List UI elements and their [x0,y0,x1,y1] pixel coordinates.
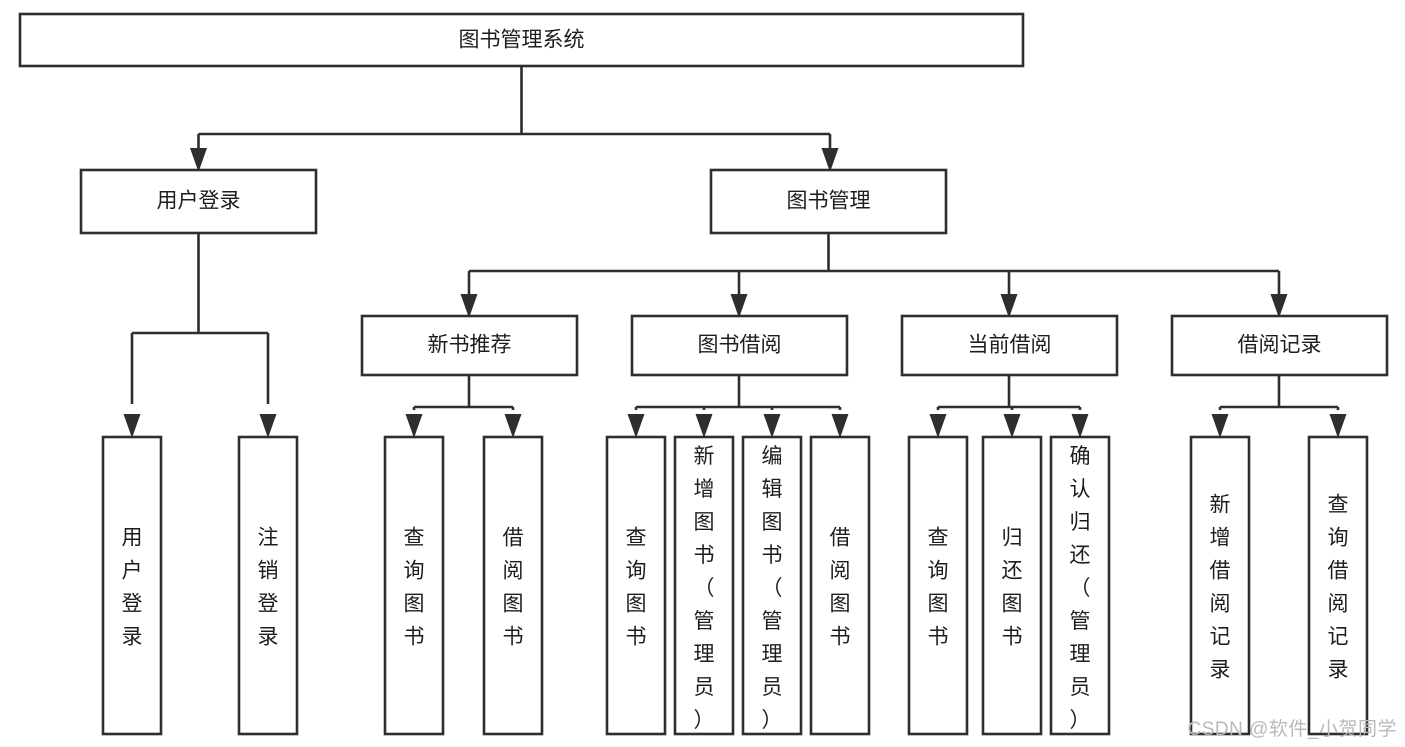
leaf-node-box[interactable] [981,435,1043,736]
node-new-book-recommend-box[interactable] [360,314,579,377]
arrow-to-leaf-query-book-2 [627,414,645,438]
leaf-node-label: 查询图书 [404,527,425,649]
leaf-node-label: 编辑图书（管理员） [762,445,783,732]
arrow-to-leaf-query-book-3 [929,414,947,438]
leaf-node[interactable]: 确认归还（管理员） [1049,435,1111,736]
arrow-to-book-borrow [730,294,748,318]
node-book-management-label: 图书管理 [787,190,871,213]
arrow-to-leaf-add-book [695,414,713,438]
leaf-node-label: 借阅图书 [830,527,851,649]
arrow-to-leaf-logout [259,414,277,438]
arrow-to-leaf-confirm-return [1071,414,1089,438]
leaf-node-label: 用户登录 [122,527,143,649]
leaf-node-box[interactable] [383,435,445,736]
leaf-node-box[interactable] [673,435,735,736]
node-new-book-recommend-label: 新书推荐 [428,334,512,357]
leaf-node-label: 查询图书 [626,527,647,649]
leaf-node-label: 注销登录 [258,527,279,649]
arrow-to-leaf-borrow-book-2 [831,414,849,438]
node-book-borrow[interactable]: 图书借阅 [630,314,849,377]
node-book-management[interactable]: 图书管理 [709,168,948,235]
edge-currentborrow-bus [936,375,1082,410]
node-new-book-recommend[interactable]: 新书推荐 [360,314,579,377]
node-root[interactable]: 图书管理系统 [18,12,1025,68]
edge-borrowrecord-bus [1218,375,1340,410]
leaf-node-label: 归还图书 [1002,527,1023,649]
arrow-to-user-login [190,148,207,172]
leaf-node-box[interactable] [1189,435,1251,736]
leaf-node-box[interactable] [809,435,871,736]
edge-newbookrec-bus [412,375,515,410]
leaf-node-box[interactable] [482,435,544,736]
arrow-to-leaf-user-login [123,414,141,438]
node-book-management-box[interactable] [709,168,948,235]
leaf-node-box[interactable] [237,435,299,736]
leaf-node[interactable]: 注销登录 [237,435,299,736]
node-user-login[interactable]: 用户登录 [79,168,318,235]
leaf-node-box[interactable] [741,435,803,736]
leaf-node[interactable]: 查询图书 [907,435,969,736]
arrow-to-borrow-record [1270,294,1288,318]
leaf-node-label: 查询借阅记录 [1328,494,1349,682]
node-book-borrow-box[interactable] [630,314,849,377]
arrow-to-leaf-edit-book [763,414,781,438]
leaf-node[interactable]: 用户登录 [101,435,163,736]
leaf-node-box[interactable] [605,435,667,736]
arrow-to-book-mgmt [821,148,839,172]
edge-bookmgmt-bus [467,233,1281,300]
edge-userlogin-bus [130,233,270,404]
leaf-node-box[interactable] [907,435,969,736]
leaf-node[interactable]: 借阅图书 [809,435,871,736]
leaf-node-label: 查询图书 [928,527,949,649]
leaf-node-box[interactable] [1049,435,1111,736]
node-current-borrow-label: 当前借阅 [968,334,1052,357]
connector-layer [123,66,1347,438]
edge-bookborrow-bus [634,375,842,410]
node-root-label: 图书管理系统 [459,29,585,52]
arrow-to-leaf-borrow-book-1 [504,414,522,438]
arrow-to-leaf-query-book-1 [405,414,423,438]
node-user-login-box[interactable] [79,168,318,235]
leaf-node[interactable]: 新增图书（管理员） [673,435,735,736]
leaf-node-box[interactable] [101,435,163,736]
arrow-to-current-borrow [1000,294,1018,318]
arrow-to-leaf-add-record [1211,414,1229,438]
leaf-node[interactable]: 新增借阅记录 [1189,435,1251,736]
leaf-layer: 用户登录 注销登录 查询图书 借阅图书 查询图书 新增图书（管理员） 编辑图书（管理员） 借阅… [101,435,1369,736]
leaf-node[interactable]: 查询图书 [605,435,667,736]
node-current-borrow[interactable]: 当前借阅 [900,314,1119,377]
leaf-node[interactable]: 编辑图书（管理员） [741,435,803,736]
leaf-node[interactable]: 归还图书 [981,435,1043,736]
arrow-to-new-book-rec [460,294,478,318]
edge-root-bus [197,66,832,156]
leaf-node[interactable]: 查询图书 [383,435,445,736]
node-root-box[interactable] [18,12,1025,68]
node-borrow-record-label: 借阅记录 [1238,334,1322,357]
node-borrow-record-box[interactable] [1170,314,1389,377]
node-current-borrow-box[interactable] [900,314,1119,377]
node-borrow-record[interactable]: 借阅记录 [1170,314,1389,377]
leaf-node-label: 新增图书（管理员） [694,445,715,732]
arrow-to-leaf-return-book [1003,414,1021,438]
leaf-node-label: 确认归还（管理员） [1070,445,1091,732]
arrow-to-leaf-query-record [1329,414,1347,438]
leaf-node-label: 借阅图书 [503,527,524,649]
node-user-login-label: 用户登录 [157,190,241,213]
leaf-node-label: 新增借阅记录 [1210,494,1231,682]
leaf-node-box[interactable] [1307,435,1369,736]
node-book-borrow-label: 图书借阅 [698,334,782,357]
leaf-node[interactable]: 借阅图书 [482,435,544,736]
leaf-node[interactable]: 查询借阅记录 [1307,435,1369,736]
